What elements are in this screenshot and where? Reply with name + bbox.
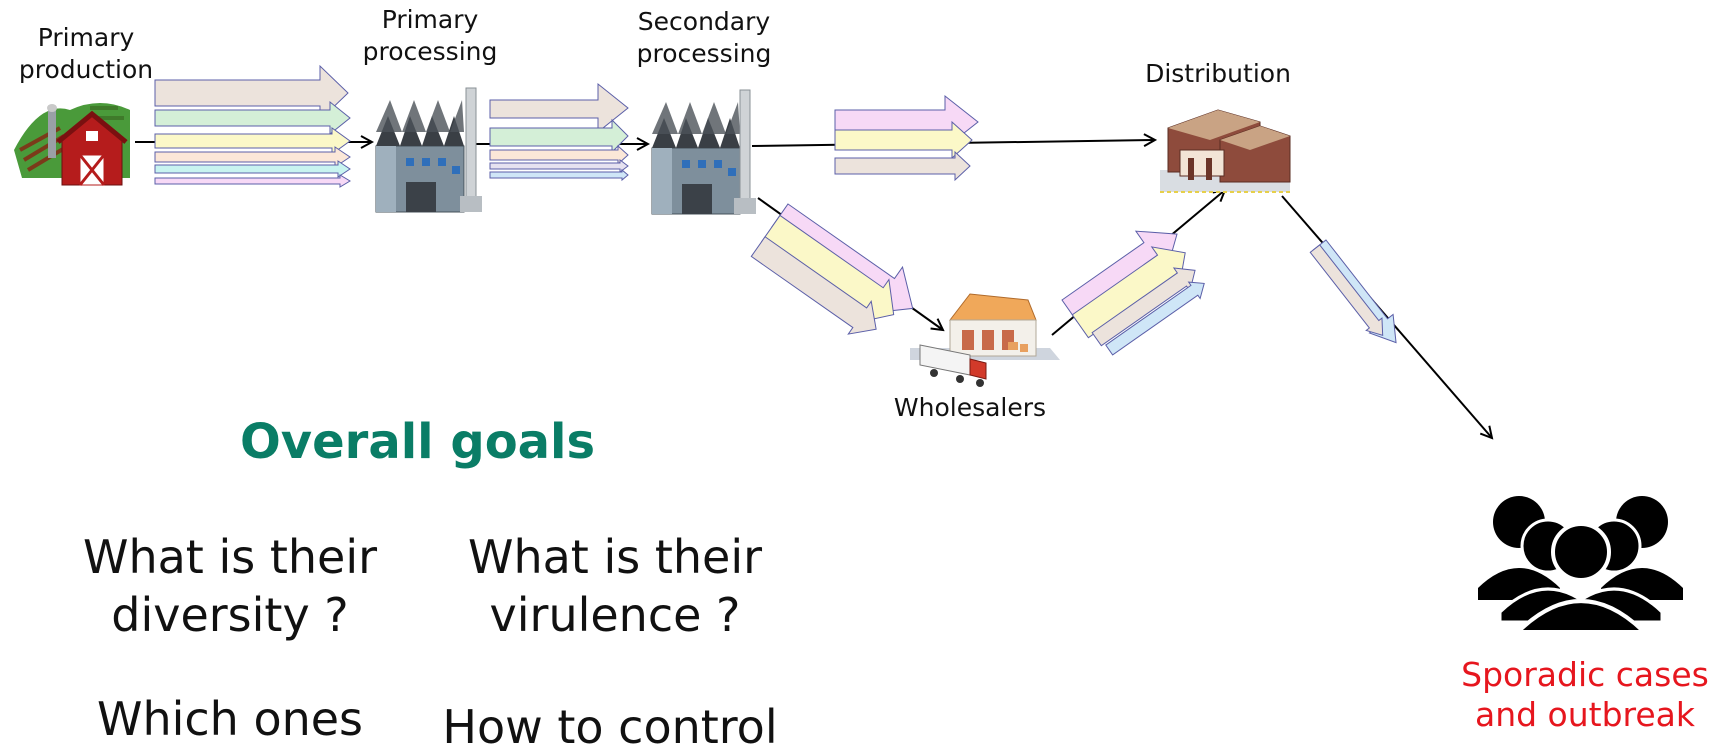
- strain-arrows-group-6: [1309, 239, 1397, 344]
- people-icon: [1478, 496, 1683, 634]
- flow-line-distribution-to-consumers: [1281, 195, 1492, 438]
- goal-question-which-ones: Which ones: [96, 692, 364, 746]
- factory-icon: [651, 89, 756, 215]
- farm-icon: [14, 103, 130, 186]
- strain-arrows-group-4: [750, 203, 914, 335]
- strain-arrow: [489, 82, 629, 134]
- strain-arrows-group-3: [834, 94, 979, 182]
- strain-arrow: [154, 146, 351, 168]
- food-chain-diagram: [14, 64, 1683, 634]
- strain-arrow: [154, 127, 351, 155]
- strain-arrow: [834, 150, 971, 182]
- strain-arrow: [489, 168, 629, 182]
- strain-arrow: [1091, 267, 1196, 347]
- strain-arrow: [834, 120, 973, 160]
- label-wholesalers: Wholesalers: [893, 393, 1047, 422]
- label-primary-processing: Primary processing: [362, 5, 498, 66]
- warehouse-icon: [1160, 109, 1291, 193]
- goal-question-control: How to control: [442, 700, 778, 754]
- strain-arrow: [154, 160, 351, 178]
- strain-arrow: [1105, 281, 1205, 356]
- strain-arrows-group-2: [489, 82, 629, 182]
- goals-title: Overall goals: [240, 414, 596, 470]
- strain-arrow: [154, 174, 351, 188]
- strain-arrow: [750, 236, 877, 335]
- strain-arrow: [154, 100, 351, 136]
- strain-arrows-group-5: [1061, 230, 1205, 356]
- wholesaler-warehouse-icon: [910, 293, 1060, 360]
- goal-question-virulence: What is their virulence ?: [467, 530, 763, 642]
- truck-icon: [919, 344, 987, 387]
- strain-arrows-group-1: [154, 64, 351, 188]
- label-distribution: Distribution: [1145, 59, 1291, 88]
- factory-icon: [375, 87, 482, 213]
- goal-question-diversity: What is their diversity ?: [82, 530, 378, 642]
- outcome-label: Sporadic cases and outbreak: [1461, 655, 1709, 734]
- label-secondary-processing: Secondary processing: [636, 7, 772, 68]
- label-primary-production: Primary production: [18, 23, 154, 84]
- strain-arrow: [489, 118, 629, 154]
- strain-arrow: [489, 159, 629, 173]
- strain-arrow: [489, 144, 629, 166]
- strain-arrow: [1309, 244, 1384, 336]
